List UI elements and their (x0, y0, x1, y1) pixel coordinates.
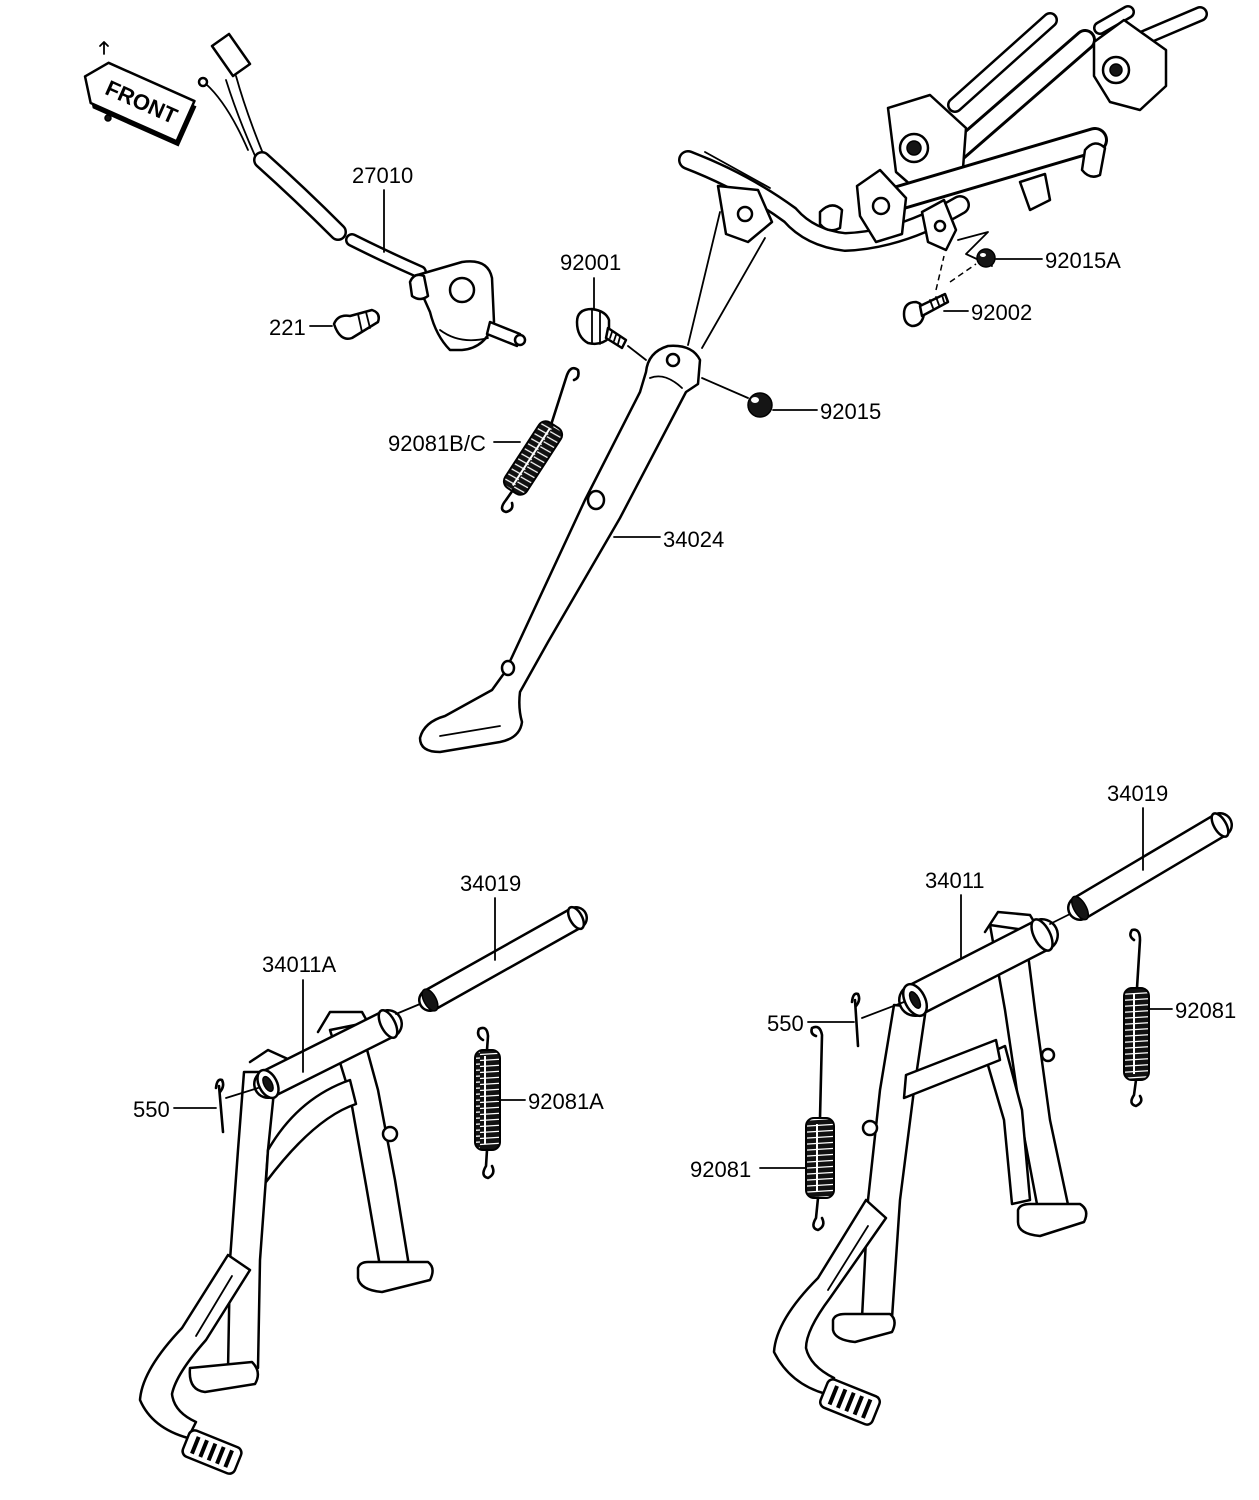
center-stand-a (138, 1009, 434, 1475)
callout-pivot-shaft-b: 34019 (1107, 781, 1168, 806)
front-arrow-icon: FRONT (83, 61, 197, 147)
callout-cotter-pin-a: 550 (133, 1097, 170, 1122)
center-stand-spring-a (474, 1026, 501, 1180)
cotter-pin-b (850, 992, 905, 1048)
center-stand-spring-c (805, 1025, 835, 1232)
callout-mount-bolt: 92002 (971, 300, 1032, 325)
mount-bolt (902, 255, 950, 328)
callout-center-stand-spring-a: 92081A (528, 1089, 604, 1114)
callout-nut: 92015 (820, 399, 881, 424)
spring-stud (1040, 1047, 1056, 1063)
center-stand-b (772, 910, 1088, 1426)
callout-side-stand-switch: 27010 (352, 163, 413, 188)
spring-stud (381, 1125, 399, 1143)
callout-center-stand-spring-b: 92081 (1175, 998, 1236, 1023)
callout-pivot-shaft-a: 34019 (460, 871, 521, 896)
kick-pedal (181, 1429, 243, 1475)
center-stand-spring-b (1123, 928, 1150, 1108)
callout-cotter-pin-b: 550 (767, 1011, 804, 1036)
callout-nut-a: 92015A (1045, 248, 1121, 273)
nut (747, 392, 773, 418)
callout-labels: 27010 221 92001 92081B/C 92015A 92002 92… (133, 163, 1236, 1182)
side-stand (418, 211, 766, 754)
callout-pivot-bolt: 92001 (560, 250, 621, 275)
side-stand-switch (197, 32, 527, 352)
leader-lines (173, 189, 1173, 1169)
pivot-shaft-b (1049, 812, 1233, 925)
callout-center-stand-spring-c: 92081 (690, 1157, 751, 1182)
spring-stud (861, 1119, 879, 1137)
pivot-bolt (575, 307, 647, 361)
kick-pedal (818, 1378, 882, 1426)
screw (332, 308, 380, 340)
pivot-shaft-a (395, 905, 588, 1015)
callout-center-stand-a: 34011A (262, 952, 337, 977)
nut-a (949, 248, 996, 283)
callout-screw: 221 (269, 315, 306, 340)
callout-center-stand-b: 34011 (925, 868, 985, 893)
cotter-pin-a (214, 1078, 259, 1134)
callout-side-stand-spring: 92081B/C (388, 431, 486, 456)
callout-side-stand: 34024 (663, 527, 724, 552)
front-arrow-mark (99, 41, 109, 55)
frame-section (678, 5, 1208, 267)
side-stand-spring (500, 366, 580, 514)
front-arrow-dot (104, 114, 112, 122)
